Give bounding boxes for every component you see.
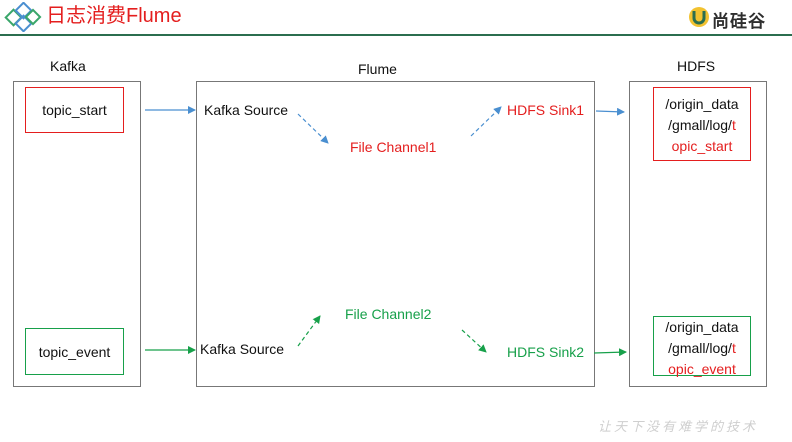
hdfs-path-start-line2: /gmall/log/t xyxy=(654,115,750,136)
arrow-channel1-to-sink1 xyxy=(470,106,502,137)
hdfs-path-start-line2a: /gmall/log/ xyxy=(668,117,732,133)
hdfs-path-event-line2: /gmall/log/t xyxy=(654,338,750,359)
header-divider xyxy=(0,34,792,36)
hdfs-path-start-line3: opic_start xyxy=(671,138,733,154)
topic-event-box: topic_event xyxy=(25,328,124,375)
flume-group xyxy=(196,81,595,387)
kafka-source-2: Kafka Source xyxy=(200,341,285,357)
arrow-source1-to-channel1 xyxy=(297,113,329,144)
hdfs-path-start-line1: /origin_data xyxy=(665,96,739,112)
hdfs-path-start-line2b: t xyxy=(731,117,736,133)
file-channel-1: File Channel1 xyxy=(350,139,437,155)
arrow-sink2-to-hdfs xyxy=(593,348,627,357)
hdfs-path-start: /origin_data /gmall/log/t opic_start xyxy=(653,87,751,161)
hdfs-sink-1: HDFS Sink1 xyxy=(507,102,585,118)
footer-slogan: 让天下没有难学的技术 xyxy=(598,419,759,434)
logo-diamonds-icon xyxy=(4,1,42,33)
file-channel-2: File Channel2 xyxy=(345,306,432,322)
hdfs-sink-2: HDFS Sink2 xyxy=(507,344,585,360)
flume-group-label: Flume xyxy=(358,61,397,77)
kafka-source-1: Kafka Source xyxy=(204,102,289,118)
topic-start-box: topic_start xyxy=(25,87,124,133)
arrow-sink1-to-hdfs xyxy=(595,107,625,116)
brand-logo-icon xyxy=(688,6,710,28)
hdfs-group-label: HDFS xyxy=(677,58,716,74)
hdfs-path-event-line1: /origin_data xyxy=(665,319,739,335)
kafka-group-label: Kafka xyxy=(50,58,86,74)
brand-logo-text: 尚硅谷 xyxy=(712,12,766,31)
hdfs-path-event-line3: opic_event xyxy=(668,361,736,377)
page-title: 日志消费Flume xyxy=(46,5,182,27)
hdfs-path-event-line2a: /gmall/log/ xyxy=(668,340,732,356)
arrow-source2-to-channel2 xyxy=(297,315,321,347)
arrow-channel2-to-sink2 xyxy=(461,329,487,353)
hdfs-path-event-line2b: t xyxy=(731,340,736,356)
hdfs-path-event: /origin_data /gmall/log/t opic_event xyxy=(653,316,751,377)
